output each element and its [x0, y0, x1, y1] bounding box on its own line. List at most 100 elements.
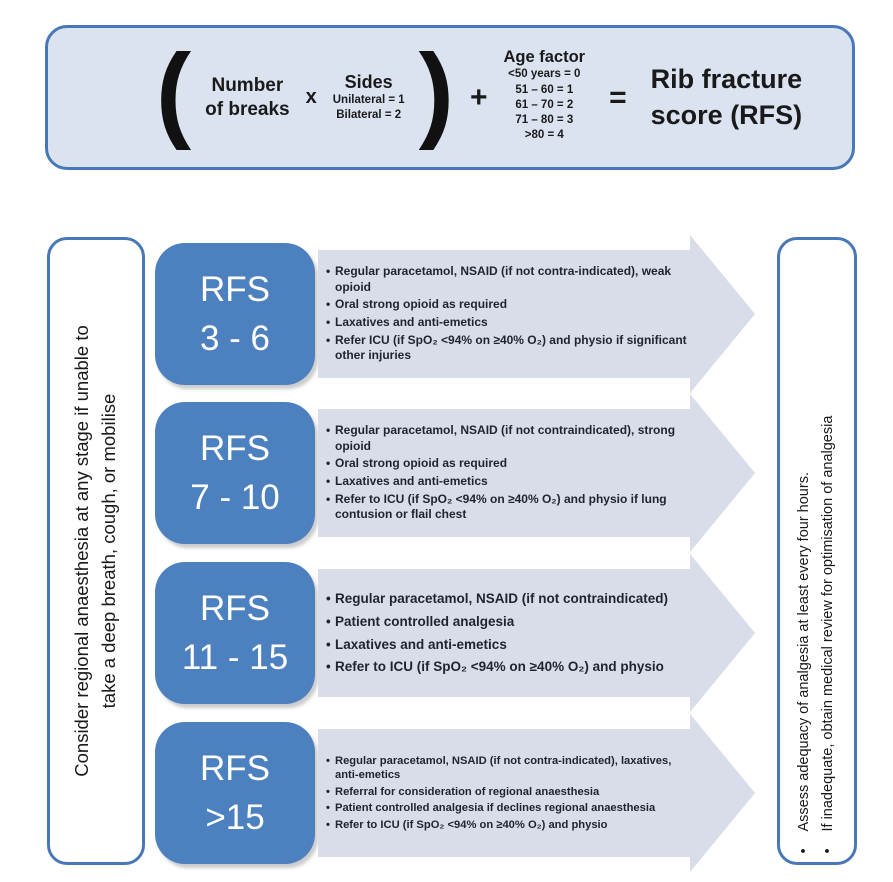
treatment-bullet: • Laxatives and anti-emetics — [326, 315, 688, 331]
rfs-result-label: Rib fracture score (RFS) — [651, 62, 803, 132]
treatment-bullet: • Oral strong opioid as required — [326, 456, 688, 472]
arrow-head — [690, 554, 755, 712]
treatment-bullet-text: Regular paracetamol, NSAID (if not contr… — [335, 423, 676, 453]
bullet-dot: • — [326, 636, 331, 652]
plus-symbol: + — [469, 80, 488, 114]
treatment-bullet-text: Regular paracetamol, NSAID (if not contr… — [335, 754, 672, 782]
number-line-1: Number — [211, 74, 284, 96]
rfs-row-7-10: RFS 7 - 10 • Regular paracetamol, NSAID (… — [155, 394, 770, 552]
treatment-bullet: • Patient controlled analgesia if decline… — [326, 801, 688, 816]
treatment-bullet: • Regular paracetamol, NSAID (if not cont… — [326, 754, 688, 783]
treatment-bullet-text: Patient controlled analgesia — [335, 613, 515, 629]
open-paren-symbol: ( — [155, 33, 192, 152]
bullet-dot: • — [326, 264, 331, 279]
right-note-bullet-text: If inadequate, obtain medical review for… — [820, 415, 836, 832]
treatment-bullet-list: • Regular paracetamol, NSAID (if not cont… — [326, 421, 688, 525]
treatment-bullet-text: Refer ICU (if SpO₂ <94% on ≥40% O₂) and … — [335, 332, 687, 363]
bullet-dot: • — [326, 659, 331, 675]
treatment-arrow-body: • Regular paracetamol, NSAID (if not cont… — [318, 409, 690, 537]
age-factor-group: Age factor <50 years = 0 51 – 60 = 1 61 … — [504, 48, 586, 144]
age-option-4: 71 – 80 = 3 — [515, 113, 574, 126]
number-line-2: of breaks — [205, 98, 290, 120]
treatment-bullet-text: Patient controlled analgesia if declines… — [335, 802, 656, 815]
close-paren-symbol: ) — [418, 33, 454, 152]
bullet-dot: • — [820, 848, 836, 854]
rfs-score-box: RFS >15 — [155, 722, 315, 864]
treatment-bullet: • Oral strong opioid as required — [326, 297, 688, 313]
left-note-line-2: take a deep breath, cough, or mobilise — [98, 393, 119, 709]
rfs-score-label: RFS — [200, 428, 270, 468]
multiply-symbol: x — [305, 86, 317, 108]
left-note-line-1: Consider regional anaesthesia at any sta… — [71, 325, 93, 777]
treatment-arrow: •Regular paracetamol, NSAID (if not cont… — [318, 554, 755, 712]
treatment-bullet-list: • Regular paracetamol, NSAID (if not cont… — [326, 752, 688, 835]
bullet-dot: • — [326, 297, 331, 312]
bullet-dot: • — [326, 785, 330, 798]
age-option-5: >80 = 4 — [524, 129, 564, 142]
bullet-dot: • — [326, 491, 331, 506]
bullet-dot: • — [326, 456, 331, 471]
rfs-row-11-15: RFS 11 - 15 •Regular paracetamol, NSAID … — [155, 554, 770, 712]
rfs-result-line-2: score (RFS) — [650, 99, 803, 130]
treatment-bullet: •Patient controlled analgesia — [326, 613, 688, 631]
rfs-score-range: 3 - 6 — [199, 318, 271, 358]
treatment-bullet: • Refer to ICU (if SpO₂ <94% on ≥40% O₂) … — [326, 818, 688, 833]
rfs-score-range: 7 - 10 — [190, 477, 280, 517]
treatment-arrow-body: • Regular paracetamol, NSAID (if not cont… — [318, 729, 690, 857]
arrow-head — [690, 394, 755, 552]
treatment-bullet-text: Regular paracetamol, NSAID (if not contr… — [335, 264, 672, 294]
treatment-arrow-body: • Regular paracetamol, NSAID (if not cont… — [318, 250, 690, 378]
rfs-score-label: RFS — [200, 588, 270, 628]
rfs-score-box: RFS 7 - 10 — [155, 402, 315, 544]
right-note-text: • Assess adequacy of analgesia at least … — [793, 249, 841, 854]
number-of-breaks-label: Number of breaks — [205, 74, 289, 122]
left-note-text: Consider regional anaesthesia at any sta… — [69, 251, 123, 851]
treatment-bullet-text: Oral strong opioid as required — [335, 456, 508, 471]
treatment-arrow: • Regular paracetamol, NSAID (if not cont… — [318, 714, 755, 872]
age-option-1: <50 years = 0 — [508, 68, 581, 81]
rfs-score-label: RFS — [200, 269, 270, 309]
rfs-score-range: >15 — [205, 797, 265, 837]
treatment-bullet-text: Refer to ICU (if SpO₂ <94% on ≥40% O₂) a… — [335, 818, 608, 831]
treatment-arrow: • Regular paracetamol, NSAID (if not cont… — [318, 394, 755, 552]
bullet-dot: • — [326, 818, 330, 831]
bullet-dot: • — [326, 332, 331, 347]
rfs-score-box: RFS 11 - 15 — [155, 562, 315, 704]
bullet-dot: • — [326, 754, 330, 767]
treatment-bullet-text: Refer to ICU (if SpO₂ <94% on ≥40% O₂) a… — [335, 491, 667, 522]
treatment-bullet-text: Laxatives and anti-emetics — [335, 636, 507, 652]
arrow-head — [690, 714, 755, 872]
treatment-arrow-body: •Regular paracetamol, NSAID (if not cont… — [318, 569, 690, 697]
treatment-bullet-text: Referral for consideration of regional a… — [335, 785, 600, 798]
rfs-result-line-1: Rib fracture — [650, 64, 803, 95]
formula-box: ( Number of breaks x Sides Unilateral = … — [45, 25, 855, 170]
treatment-bullet-list: • Regular paracetamol, NSAID (if not cont… — [326, 262, 688, 366]
treatment-bullet: •Laxatives and anti-emetics — [326, 474, 688, 490]
treatment-bullet-text: Oral strong opioid as required — [335, 297, 508, 312]
left-note-panel: Consider regional anaesthesia at any sta… — [47, 237, 145, 865]
treatment-bullet: •Regular paracetamol, NSAID (if not cont… — [326, 590, 688, 608]
right-note-bullet: • Assess adequacy of analgesia at least … — [793, 249, 817, 854]
treatment-bullet-text: Laxatives and anti-emetics — [335, 474, 488, 488]
bullet-dot: • — [326, 315, 331, 329]
right-note-bullet-text: Assess adequacy of analgesia at least ev… — [796, 472, 813, 832]
bullet-dot: • — [796, 848, 813, 854]
bullet-dot: • — [326, 802, 330, 815]
rfs-score-range: 11 - 15 — [181, 637, 289, 677]
sides-option-bilateral: Bilateral = 2 — [336, 109, 402, 122]
bullet-dot: • — [326, 423, 331, 438]
age-option-3: 61 – 70 = 2 — [515, 98, 574, 111]
treatment-bullet: •Refer to ICU (if SpO₂ <94% on ≥40% O₂) … — [326, 658, 688, 676]
age-factor-title: Age factor — [503, 47, 586, 66]
right-note-bullet: • If inadequate, obtain medical review f… — [817, 249, 841, 854]
treatment-bullet-text: Laxatives and anti-emetics — [335, 315, 488, 329]
sides-option-unilateral: Unilateral = 1 — [332, 94, 405, 107]
treatment-bullet-list: •Regular paracetamol, NSAID (if not cont… — [326, 585, 688, 680]
rfs-score-label: RFS — [200, 748, 270, 788]
treatment-bullet: • Regular paracetamol, NSAID (if not cont… — [326, 264, 688, 295]
treatment-arrow: • Regular paracetamol, NSAID (if not cont… — [318, 235, 755, 393]
sides-group: Sides Unilateral = 1 Bilateral = 2 — [333, 72, 405, 124]
arrow-head — [690, 235, 755, 393]
bullet-dot: • — [326, 613, 331, 629]
